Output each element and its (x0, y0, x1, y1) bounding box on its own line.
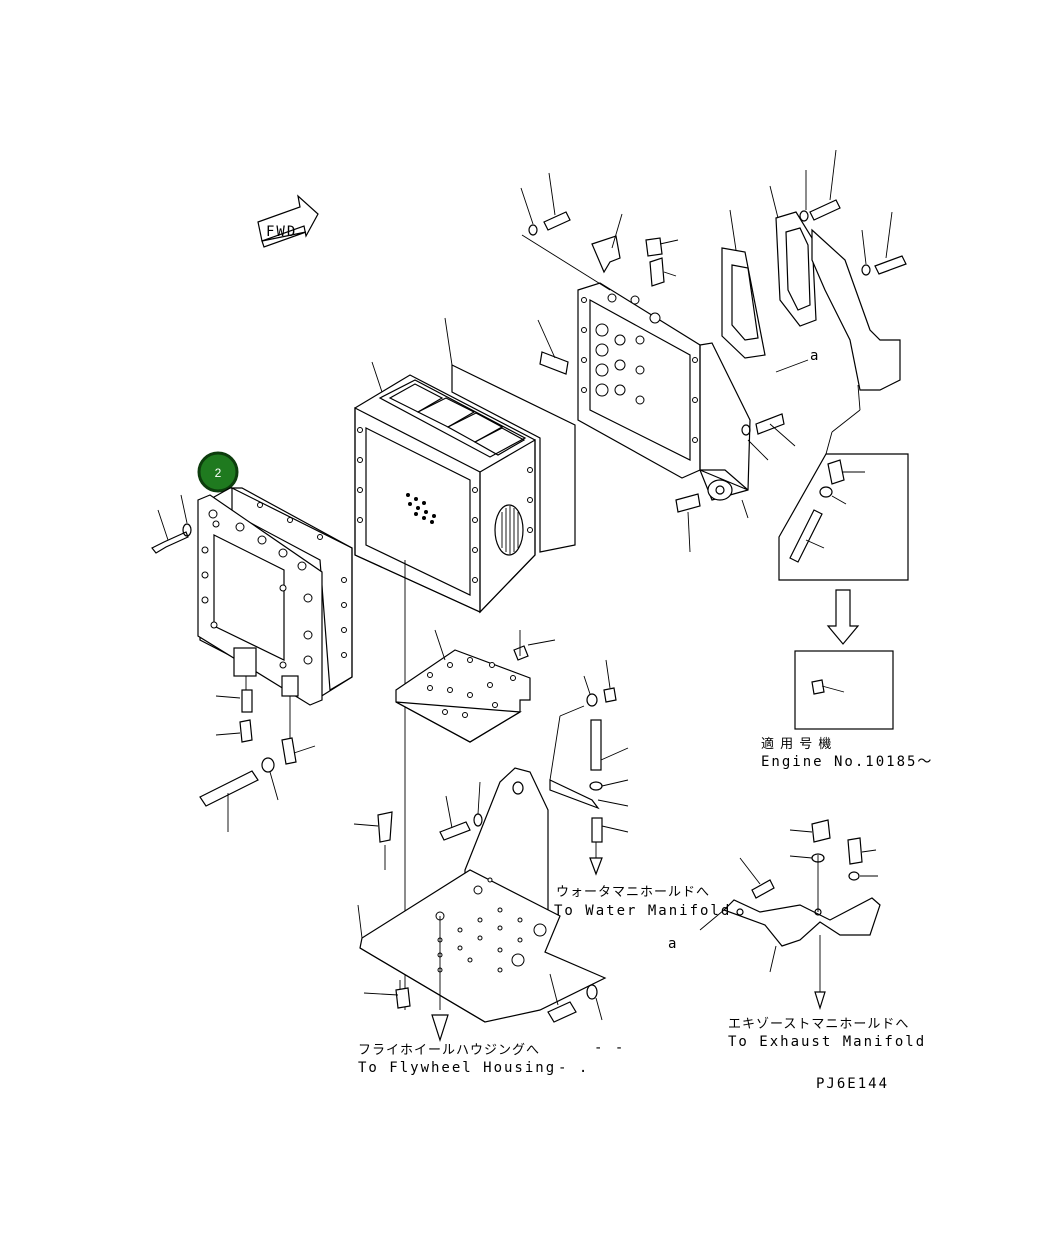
applicable-en: Engine No.10185〜 (761, 754, 933, 770)
top-bolts (520, 149, 907, 276)
flywheel-housing-en: To Flywheel Housing (358, 1060, 556, 1076)
callout-number: 2 (215, 466, 222, 480)
water-manifold-en: To Water Manifold (554, 903, 731, 919)
exhaust-bracket: a (668, 819, 881, 1011)
left-cover-plate (197, 487, 353, 740)
exhaust-manifold-jp: エキゾーストマニホールドへ (728, 1017, 909, 1032)
ref-a-top: a (810, 348, 820, 364)
water-manifold-jp: ウォータマニホールドへ (556, 885, 710, 900)
dash-mark-2: - . (558, 1060, 589, 1076)
forward-arrow-icon: FWD (257, 194, 319, 248)
down-arrow-icon (826, 589, 860, 645)
water-pipe-parts (549, 659, 629, 876)
figure-code: PJ6E144 (816, 1076, 889, 1092)
ref-a-bottom: a (668, 936, 678, 952)
applicable-jp: 適 用 号 機 (761, 736, 832, 752)
flywheel-housing-jp: フライホイールハウジングへ (358, 1043, 540, 1058)
detail-inset-upper (778, 409, 909, 581)
callout-2[interactable]: 2 (197, 451, 239, 493)
left-bolt (151, 494, 316, 832)
center-housing-box (354, 317, 576, 1010)
bracket-assembly (353, 767, 607, 1042)
forward-arrow-label: FWD (266, 224, 297, 240)
mounting-plate (395, 629, 556, 743)
upper-manifold-housing (521, 213, 796, 553)
detail-inset-lower: 適 用 号 機 Engine No.10185〜 (761, 650, 933, 770)
dash-mark-1: - - (594, 1040, 625, 1056)
right-gaskets: a (721, 185, 901, 411)
exhaust-manifold-en: To Exhaust Manifold (728, 1034, 926, 1050)
